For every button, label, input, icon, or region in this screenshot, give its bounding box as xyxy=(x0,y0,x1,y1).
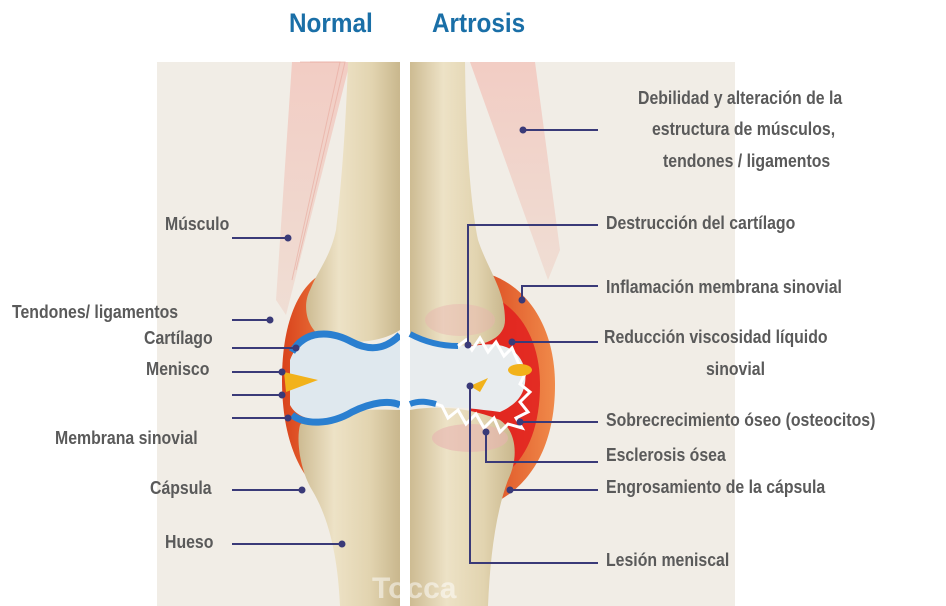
label-tendones: Tendones/ ligamentos xyxy=(12,301,178,323)
label-reduccion-viscosidad-2: sinovial xyxy=(706,358,765,380)
watermark: Tocca xyxy=(372,572,457,605)
label-destruccion-cartilago: Destrucción del cartílago xyxy=(606,212,795,234)
title-normal: Normal xyxy=(289,8,373,39)
label-debilidad-2: estructura de músculos, xyxy=(652,118,835,140)
label-engrosamiento-capsula: Engrosamiento de la cápsula xyxy=(606,476,825,498)
label-membrana-sinovial: Membrana sinovial xyxy=(55,427,198,449)
label-hueso: Hueso xyxy=(165,531,213,553)
label-cartilago: Cartílago xyxy=(144,327,213,349)
label-esclerosis-osea: Esclerosis ósea xyxy=(606,444,726,466)
label-menisco: Menisco xyxy=(146,358,209,380)
label-inflamacion-membrana: Inflamación membrana sinovial xyxy=(606,276,842,298)
label-debilidad-3: tendones / ligamentos xyxy=(663,150,830,172)
label-reduccion-viscosidad-1: Reducción viscosidad líquido xyxy=(604,326,828,348)
label-sobrecrecimiento-oseo: Sobrecrecimiento óseo (osteocitos) xyxy=(606,409,875,431)
label-capsula: Cápsula xyxy=(150,477,212,499)
artrosis-cartilage-lower xyxy=(410,402,436,404)
artrosis-meniscus xyxy=(508,364,532,376)
label-musculo: Músculo xyxy=(165,213,229,235)
label-lesion-meniscal: Lesión meniscal xyxy=(606,549,729,571)
center-divider xyxy=(400,62,410,606)
title-artrosis: Artrosis xyxy=(432,8,525,39)
label-debilidad-1: Debilidad y alteración de la xyxy=(638,87,842,109)
